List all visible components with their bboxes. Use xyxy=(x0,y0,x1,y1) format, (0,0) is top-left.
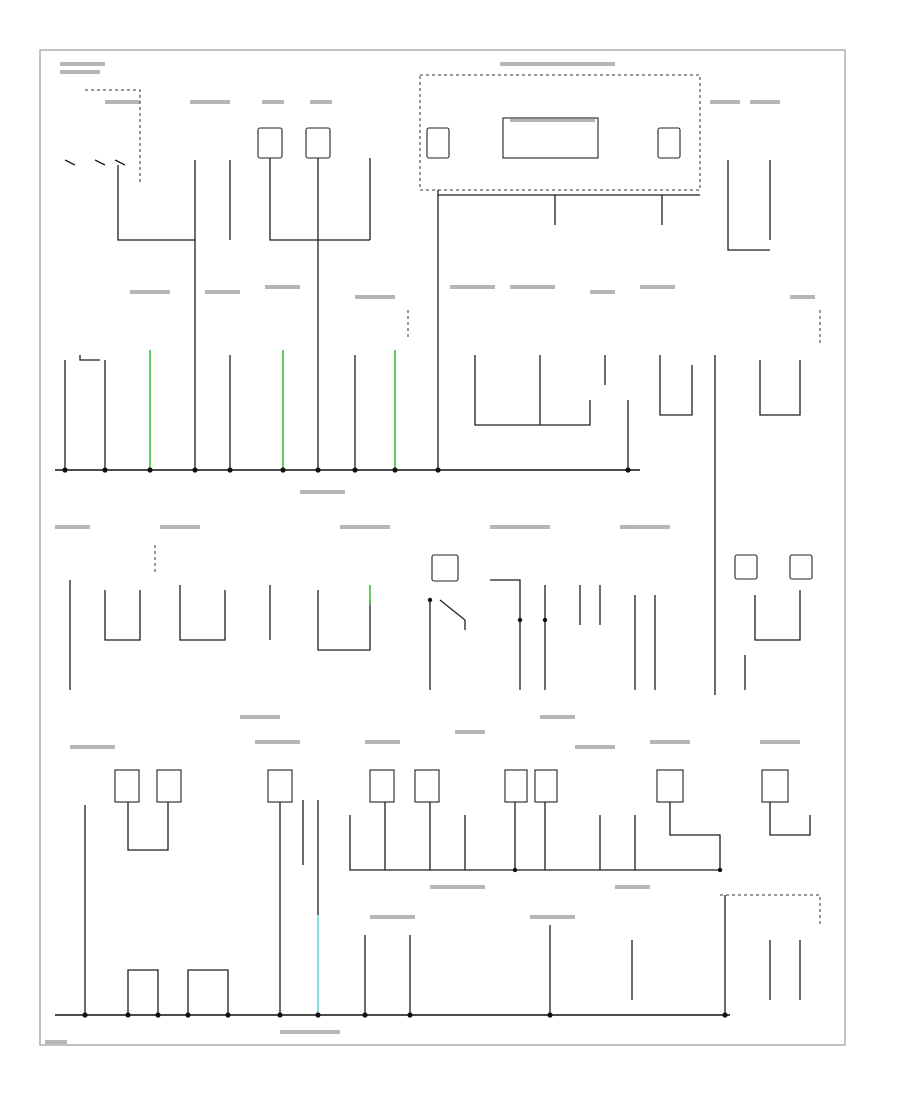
wires-trailer-right xyxy=(759,360,801,416)
diagram-frame xyxy=(39,49,846,1046)
switch-housing-outline xyxy=(85,89,141,185)
wires-trailer-left xyxy=(659,355,693,416)
wires-lower-right-lamp xyxy=(769,802,811,836)
wires-sensor-group xyxy=(179,585,226,641)
wire-switch-to-splice xyxy=(117,165,195,241)
bus-lower-2-junctions xyxy=(512,867,723,873)
illegible-annotations xyxy=(45,62,815,1044)
lamp-lower-3 xyxy=(369,769,395,803)
wires-lamp-group xyxy=(269,158,371,470)
row-2-junctions xyxy=(427,597,548,623)
instrument-cluster-outline xyxy=(419,74,701,191)
section-lower-row xyxy=(55,769,821,1018)
lamp-left xyxy=(257,127,283,159)
lamp-lower-4 xyxy=(414,769,440,803)
lamp-lower-1 xyxy=(114,769,140,803)
wires-cluster xyxy=(437,190,700,470)
cluster-lamp-left xyxy=(426,127,450,159)
connector-stub xyxy=(79,355,100,361)
wires-right-mid xyxy=(634,595,656,690)
section-middle-row-2 xyxy=(69,545,813,690)
wires-lower-lamps xyxy=(127,802,169,851)
module-center xyxy=(431,554,459,582)
wires-seat-group xyxy=(317,590,371,651)
bus-bottom-junctions xyxy=(82,1012,728,1018)
wires-connector-left xyxy=(64,360,106,470)
lamp-lower-7 xyxy=(656,769,684,803)
wires-far-right-mid xyxy=(744,590,801,690)
wires-top-right xyxy=(727,160,771,251)
lamp-right xyxy=(305,127,331,159)
switch-contacts xyxy=(64,159,126,166)
wires-lower-left-module xyxy=(279,800,304,1015)
wires-mid-right xyxy=(604,355,629,470)
module-lower-left xyxy=(267,769,293,803)
lamp-lower-6 xyxy=(534,769,558,803)
wires-lower-drop-left xyxy=(364,935,411,1015)
lamp-lower-5 xyxy=(504,769,528,803)
lamp-lower-2 xyxy=(156,769,182,803)
wires-mid-cluster xyxy=(474,355,591,426)
wires-center-right xyxy=(490,579,601,690)
wires-center-module xyxy=(429,599,466,690)
bus-1-junctions xyxy=(62,467,631,473)
lamp-far-right-1 xyxy=(734,554,758,580)
wires-lower-bus-2 xyxy=(349,802,721,871)
section-middle-row-1 xyxy=(55,310,821,695)
wires-bottom-jumpers xyxy=(127,969,229,1015)
lamp-far-right-2 xyxy=(789,554,813,580)
wires-switch-pair xyxy=(104,590,141,641)
cluster-control-module xyxy=(502,117,599,159)
dashed-outline-lower-right xyxy=(720,894,821,925)
lamp-lower-8 xyxy=(761,769,789,803)
cluster-lamp-right xyxy=(657,127,681,159)
wires-lower-drop-right xyxy=(724,895,801,1015)
section-top-components xyxy=(64,74,771,470)
